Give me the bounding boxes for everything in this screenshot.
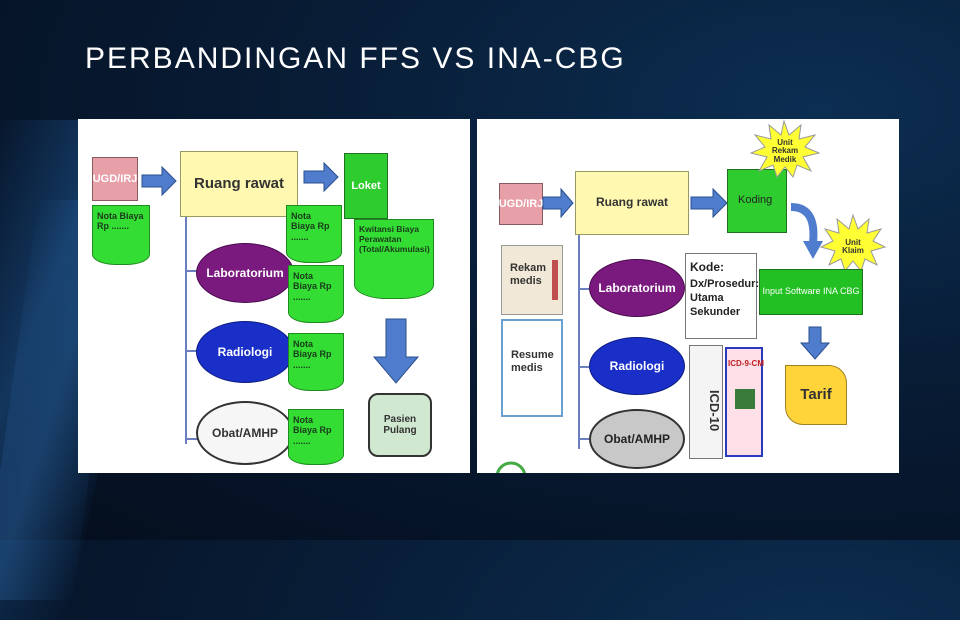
radiologi-oval: Radiologi	[196, 321, 294, 383]
document-spine	[552, 260, 558, 300]
ina-cbg-diagram-panel: UGD/IRJ Ruang rawat Koding Unit Rekam Me…	[477, 119, 899, 473]
star-burst-icon	[819, 213, 887, 273]
curved-arrow-icon	[790, 203, 823, 259]
arrow-right-icon	[542, 187, 574, 219]
partial-circle-icon	[496, 461, 526, 473]
rekam-medis-document: Rekam medis	[501, 245, 563, 315]
kode-title: Kode:	[690, 260, 724, 274]
resume-medis-document: Resume medis	[501, 319, 563, 417]
nota-biaya-note: Nota Biaya Rp .......	[288, 409, 344, 465]
radiologi-oval: Radiologi	[589, 337, 685, 395]
icd10-book: ICD-10	[689, 345, 723, 459]
ugd-irj-box: UGD/IRJ	[499, 183, 543, 225]
laboratorium-oval: Laboratorium	[196, 243, 294, 303]
page-title: PERBANDINGAN FFS VS INA-CBG	[85, 42, 626, 75]
nota-biaya-note: Nota Biaya Rp .......	[286, 205, 342, 263]
nota-biaya-note: Nota Biaya Rp .......	[288, 333, 344, 391]
obat-amhp-oval: Obat/AMHP	[589, 409, 685, 469]
arrow-right-icon	[141, 165, 177, 197]
unit-rekam-medik-label: Unit Rekam Medik	[771, 138, 799, 164]
koding-box: Koding	[727, 169, 787, 233]
resume-medis-label: Resume medis	[511, 349, 554, 375]
icd10-label: ICD-10	[707, 390, 722, 432]
arrow-down-icon	[372, 318, 420, 384]
icd9cm-book: ICD-9-CM	[725, 347, 764, 457]
ruang-rawat-box: Ruang rawat	[575, 171, 689, 235]
ugd-irj-box: UGD/IRJ	[92, 157, 138, 201]
rekam-medis-label: Rekam medis	[510, 262, 547, 288]
kode-lines: Dx/Prosedur: Utama Sekunder	[690, 278, 760, 318]
book-emblem	[735, 389, 755, 409]
input-software-box: Input Software INA CBG	[759, 269, 863, 315]
nota-biaya-note: Nota Biaya Rp .......	[288, 265, 344, 323]
laboratorium-oval: Laboratorium	[589, 259, 685, 317]
arrow-right-icon	[303, 161, 339, 193]
loket-box: Loket	[344, 153, 388, 219]
star-burst-icon	[749, 119, 821, 179]
unit-klaim-label: Unit Klaim	[842, 238, 864, 256]
kode-box: Kode: Dx/Prosedur: Utama Sekunder	[685, 253, 760, 339]
ffs-diagram-panel: UGD/IRJ Ruang rawat Loket Nota Biaya Rp …	[78, 119, 470, 473]
arrow-right-icon	[690, 187, 728, 219]
icd9cm-label: ICD-9-CM	[728, 359, 764, 368]
kwitansi-note: Kwitansi Biaya Perawatan (Total/Akumulas…	[354, 219, 434, 299]
obat-amhp-oval: Obat/AMHP	[196, 401, 294, 465]
tarif-box: Tarif	[785, 365, 847, 425]
arrow-down-icon	[799, 326, 831, 360]
connector-lines	[578, 231, 589, 449]
nota-biaya-note: Nota Biaya Rp .......	[92, 205, 150, 265]
ruang-rawat-box: Ruang rawat	[180, 151, 298, 217]
pasien-pulang-box: Pasien Pulang	[368, 393, 432, 457]
